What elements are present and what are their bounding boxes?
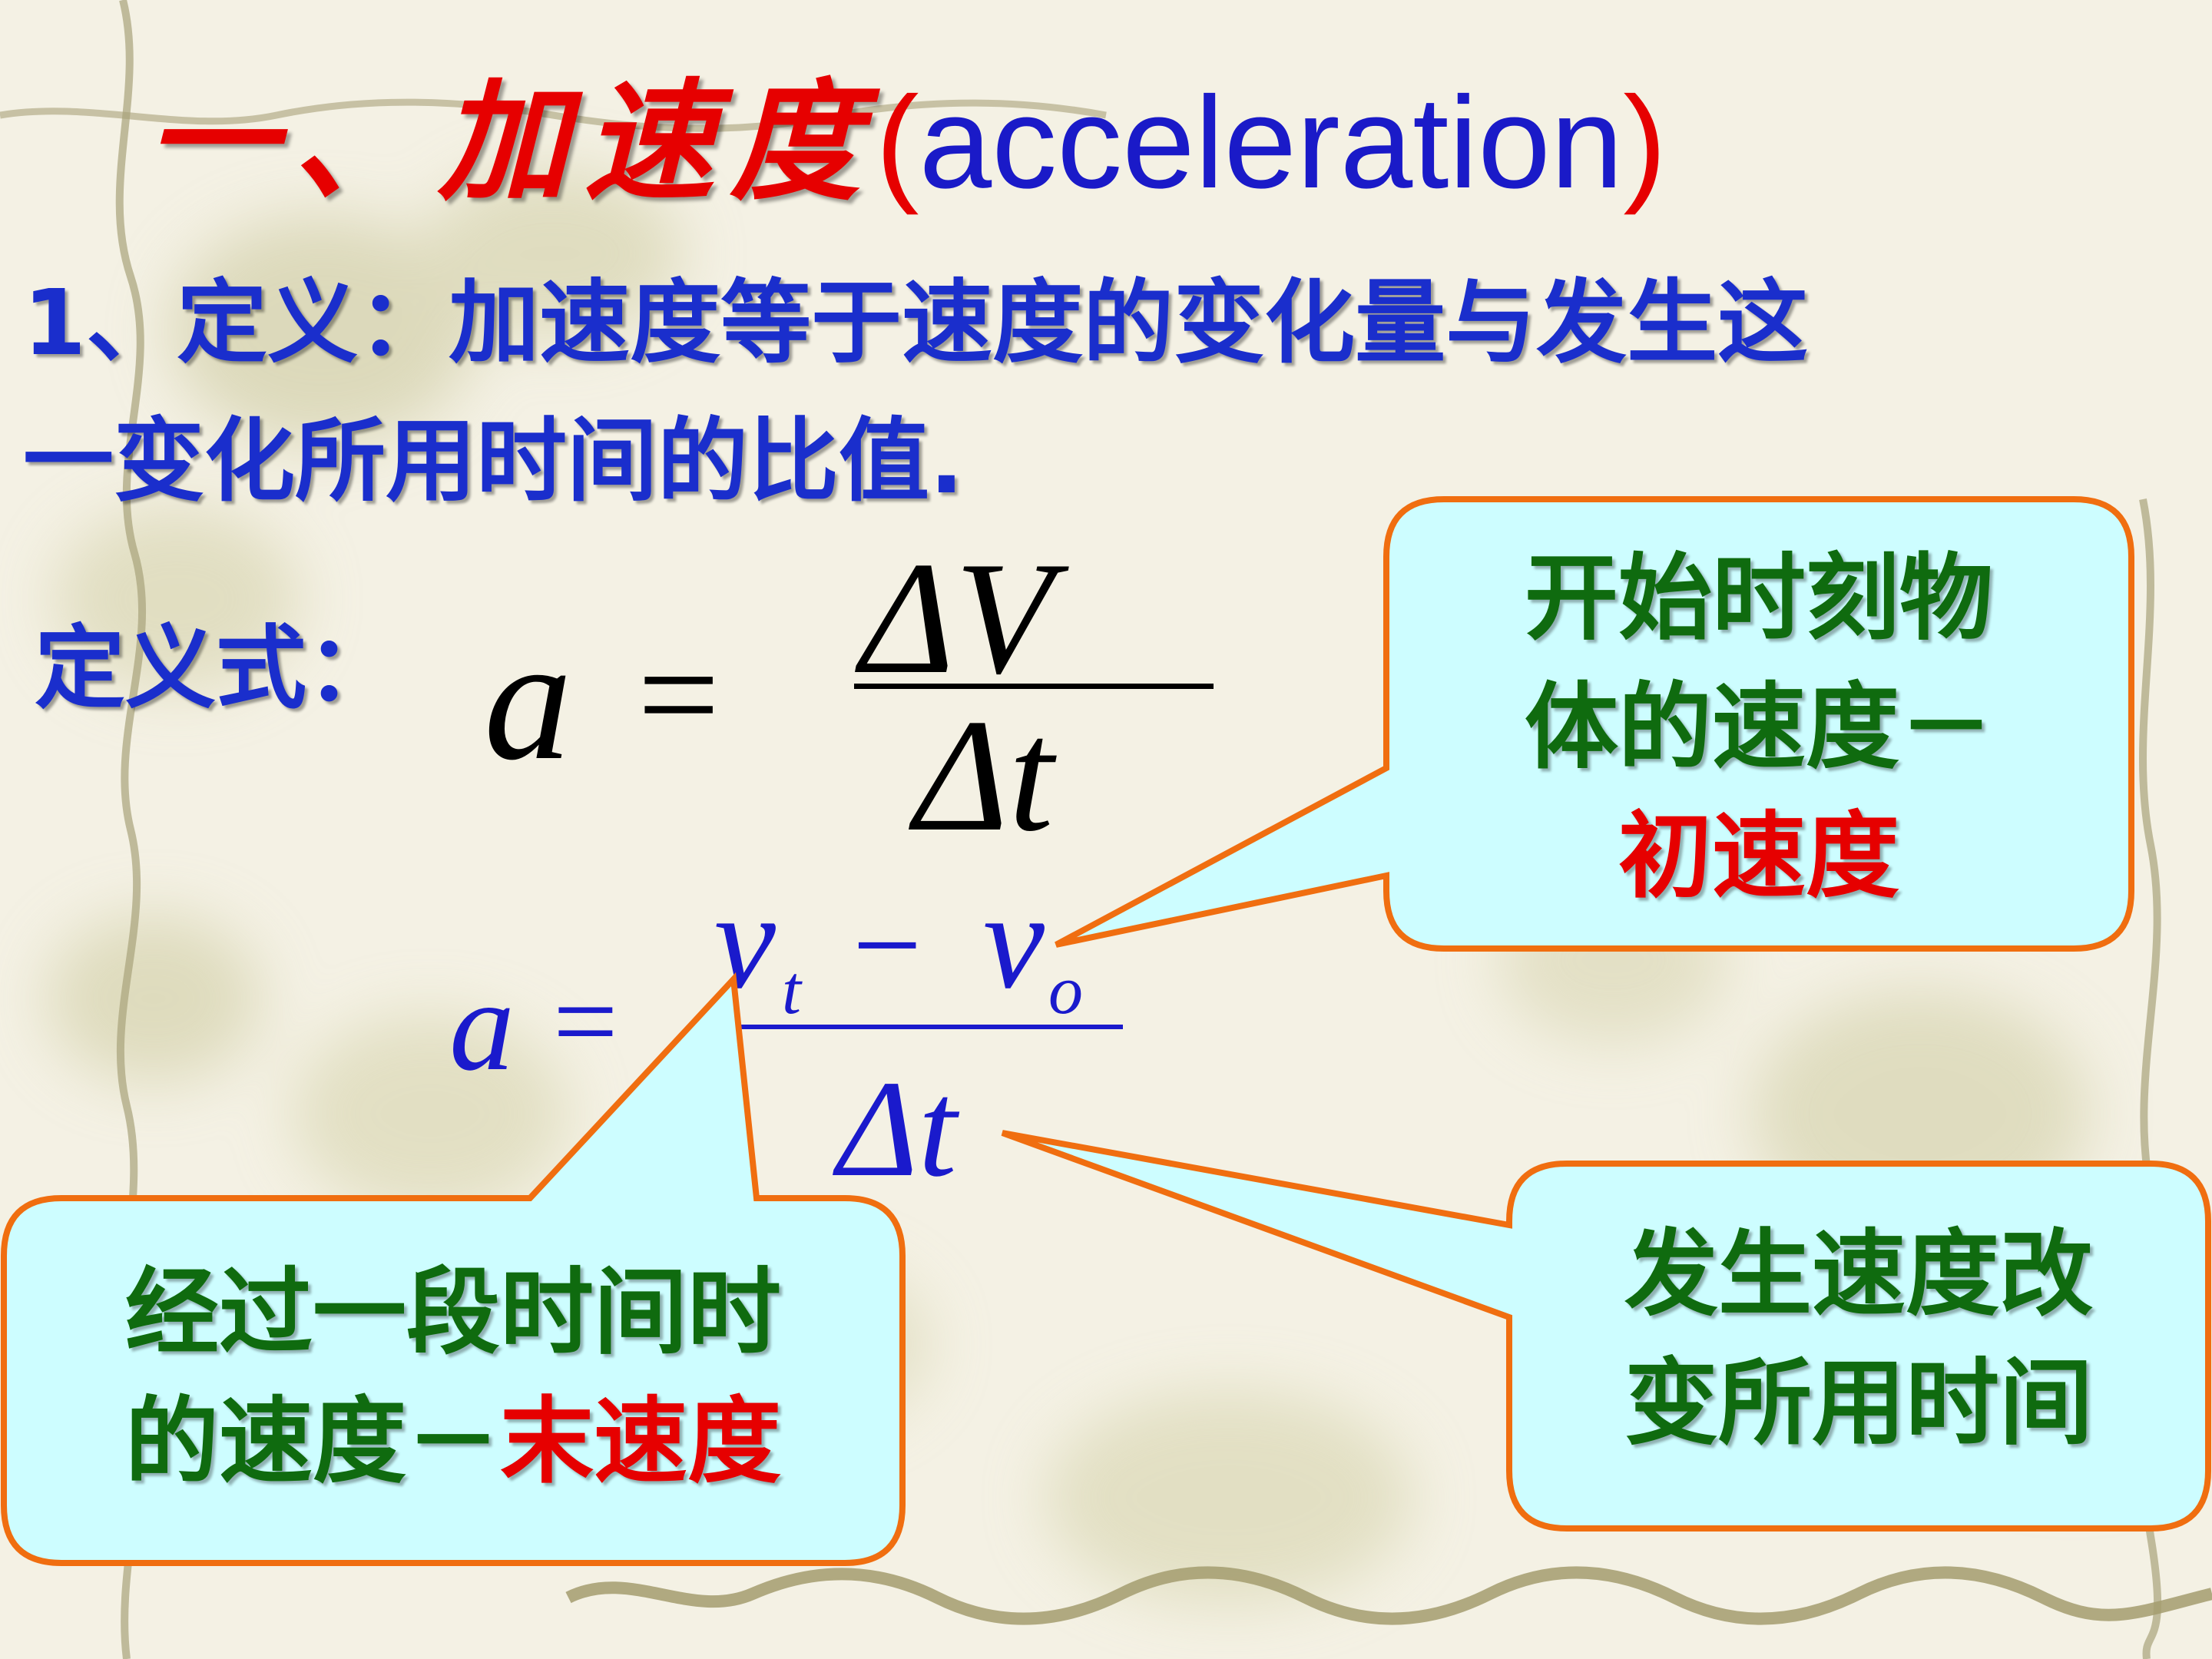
formula2-sub-o: o <box>1048 952 1083 1028</box>
callout-initial-line-2: 体的速度－ <box>1525 673 1993 782</box>
formula2-lhs: a <box>449 953 515 1098</box>
formula1-fraction-bar <box>854 684 1214 689</box>
formula1-numerator: ΔV <box>860 529 1054 707</box>
callout-final-velocity-text: 经过一段时间时 的速度－末速度 <box>4 1248 902 1506</box>
callout-final-line-1: 经过一段时间时 <box>125 1258 781 1367</box>
callout-time-line-1: 发生速度改 <box>1624 1220 2093 1329</box>
callout-initial-line-1: 开始时刻物 <box>1525 544 1993 653</box>
formula2-v-o: v <box>983 864 1045 1017</box>
formula2-denominator: Δt <box>837 1052 957 1205</box>
formula2-equals: = <box>553 958 618 1085</box>
callout-elapsed-time-shape <box>1001 1130 2211 1532</box>
callout-final-highlight: 末速度 <box>500 1387 781 1496</box>
callout-final-line-2-prefix: 的速度－ <box>125 1387 500 1496</box>
formula1-lhs: a <box>484 601 572 796</box>
callout-initial-highlight: 初速度 <box>1618 802 1899 911</box>
callout-final-velocity-shape <box>1 972 906 1566</box>
callout-initial-velocity-shape <box>1055 496 2134 952</box>
definition-line-1: 1、定义：加速度等于速度的变化量与发生这 <box>23 270 1809 376</box>
callout-time-line-2: 变所用时间 <box>1624 1349 2093 1458</box>
callout-elapsed-time-text: 发生速度改 变所用时间 <box>1509 1210 2208 1468</box>
title-paren-open: ( <box>876 70 919 216</box>
formula2-minus: − <box>853 876 922 1013</box>
formula1-denominator: Δt <box>914 687 1054 865</box>
formula-label: 定义式： <box>35 615 398 721</box>
definition-line-2: 一变化所用时间的比值. <box>23 408 964 514</box>
callout-final-line-2: 的速度－末速度 <box>4 1377 902 1506</box>
title-english: acceleration <box>919 70 1624 216</box>
formula2-fraction-bar <box>741 1025 1123 1029</box>
title-chinese: 一、加速度 <box>146 65 876 219</box>
page-title: 一、加速度(acceleration) <box>146 65 1667 219</box>
formula2-sub-t: t <box>782 952 802 1028</box>
formula1-equals: = <box>637 614 720 776</box>
callout-initial-velocity-text: 开始时刻物 体的速度－ 初速度 <box>1386 534 2131 921</box>
title-paren-close: ) <box>1623 70 1667 216</box>
